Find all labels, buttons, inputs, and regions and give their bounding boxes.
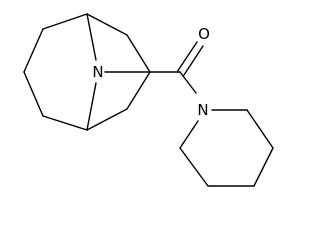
- bond-c1-n-bridge: [86, 13, 97, 61]
- bond-c1-c6: [86, 13, 128, 36]
- bond-carbonyl-n-pip: [179, 71, 197, 94]
- molecule-structure: O N N: [23, 13, 274, 187]
- bond-pip-c2-c3: [253, 147, 274, 187]
- bond-c1-c2: [42, 13, 88, 30]
- bond-c6-c7: [126, 34, 151, 73]
- bond-n-bridge-c5: [86, 82, 97, 131]
- bond-c2-c3: [23, 28, 44, 73]
- atom-n-bridge: N: [92, 63, 103, 81]
- bond-c4-c5: [42, 115, 88, 131]
- bond-pip-c1-c2: [246, 109, 274, 149]
- bond-c3-c4: [23, 71, 44, 117]
- bond-c8-c5: [86, 108, 128, 131]
- structure-canvas: O N N: [23, 13, 274, 187]
- atom-o-carbonyl: O: [198, 25, 210, 43]
- bond-carbonyl-o-1: [176, 41, 198, 73]
- bond-pip-c5-npip: [179, 120, 199, 149]
- atom-n-piperidine: N: [197, 101, 208, 119]
- bond-c7-c8: [126, 71, 151, 110]
- bond-pip-c4-c5: [179, 147, 209, 187]
- bond-carbonyl-o-2: [183, 45, 204, 76]
